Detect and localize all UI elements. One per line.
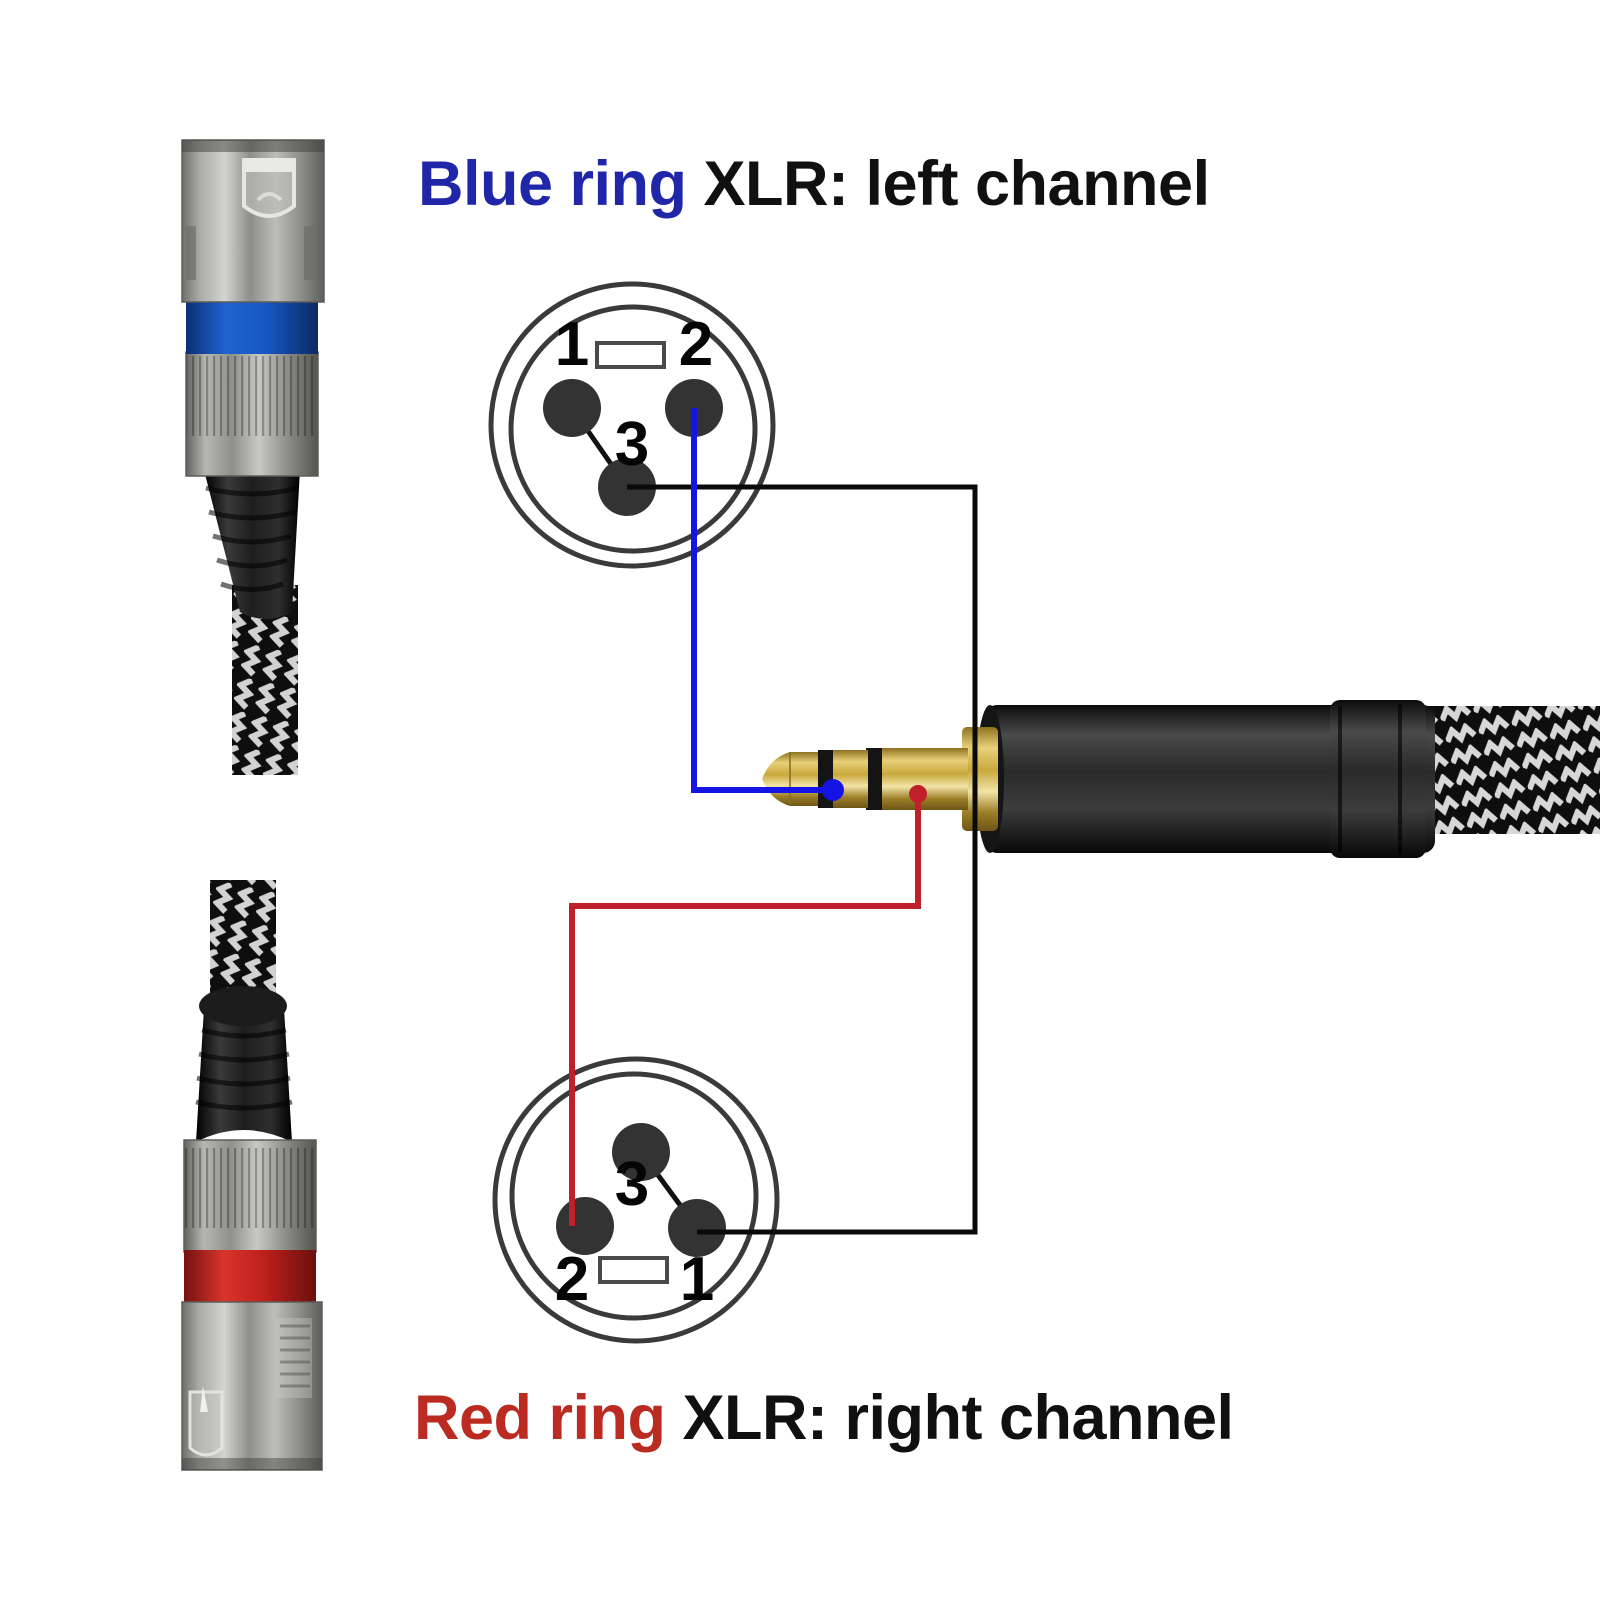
plug-collar: [962, 727, 998, 831]
pin-label-2-top: 2: [679, 310, 713, 379]
title-top-rest: XLR: left channel: [686, 149, 1211, 219]
latch-button-icon-top: [242, 158, 296, 218]
title-bottom-rest: XLR: right channel: [665, 1383, 1235, 1453]
pinout-diagram-bottom: 2 3 1: [492, 1056, 780, 1344]
wire-right-channel-terminal: [909, 785, 927, 803]
pinout-diagram-top: 1 2 3: [488, 281, 776, 569]
wire-left-channel-terminal: [822, 779, 844, 801]
wire-right-channel: [569, 795, 921, 1226]
pinout-outer-ring-bottom: [492, 1056, 780, 1344]
wire-left-channel: [691, 408, 831, 793]
latch-notch-icon-bottom: [188, 1386, 224, 1457]
pin-label-2-bottom: 2: [555, 1245, 589, 1314]
title-bottom: Red ring XLR: right channel: [414, 1382, 1234, 1454]
wire-common-ground: [627, 484, 978, 1235]
title-top: Blue ring XLR: left channel: [418, 148, 1210, 220]
boot-ribs-bottom: [195, 1027, 293, 1111]
plug-barrel-end: [1330, 700, 1426, 858]
title-top-accent: Blue ring: [418, 149, 687, 219]
pinout-keyway-top: [595, 341, 666, 369]
pin-label-1-top: 1: [555, 310, 589, 379]
pin-dot-3-bottom: [612, 1123, 670, 1181]
pin-dot-1-top: [543, 379, 601, 437]
boot-ribs-top: [205, 485, 299, 592]
pin-label-3-top: 3: [615, 410, 649, 479]
pin-label-3-bottom: 3: [615, 1150, 649, 1219]
connector-top-xlr: [181, 139, 325, 775]
pinout-keyway-bottom: [598, 1256, 669, 1284]
connector-bottom-xlr: [181, 880, 323, 1471]
title-bottom-accent: Red ring: [414, 1383, 666, 1453]
connector-trs-plug: [762, 700, 1600, 858]
color-ring-red: [184, 1250, 316, 1304]
pin-label-1-bottom: 1: [680, 1245, 714, 1314]
pinout-inner-ring-bottom: [509, 1071, 759, 1321]
plug-barrel: [985, 705, 1435, 853]
color-ring-blue: [186, 300, 318, 354]
plug-insulator-2: [866, 748, 882, 810]
pin-dot-1-bottom: [668, 1199, 726, 1257]
cable-braid-right: [1425, 706, 1600, 834]
pinout-outer-ring-top: [488, 281, 776, 569]
pinout-inner-ring-top: [508, 304, 758, 554]
